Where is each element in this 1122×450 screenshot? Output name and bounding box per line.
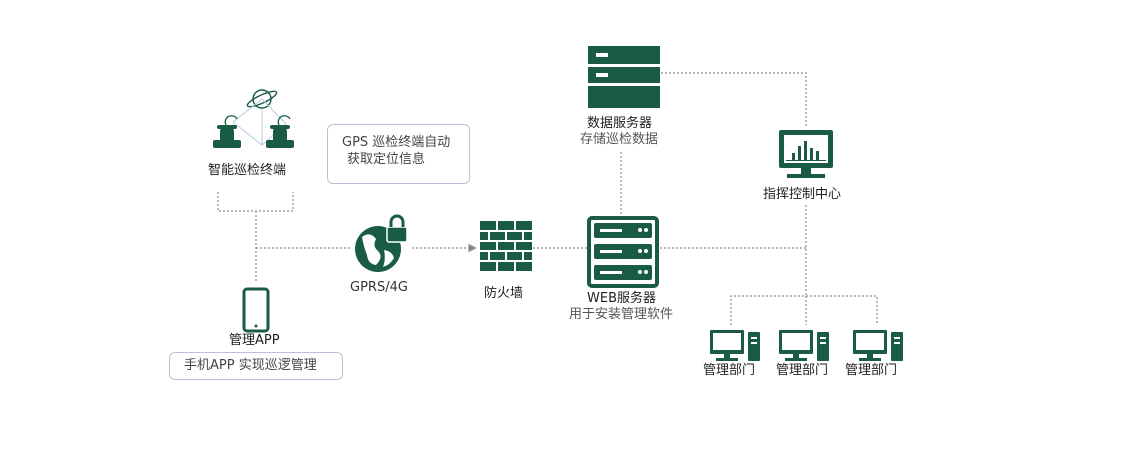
data-server-to-center-line [661, 72, 807, 127]
server-icon [587, 216, 659, 288]
department-label: 管理部门 [703, 363, 756, 378]
connector-lines [217, 72, 878, 325]
data-server-label: 数据服务器 [587, 116, 653, 131]
globe-lock-icon [355, 214, 408, 272]
department-bus-line [730, 295, 878, 325]
desktop-computer-icon [710, 330, 760, 361]
gps-note-line1: GPS 巡检终端自动 [342, 135, 451, 150]
department-label: 管理部门 [845, 363, 898, 378]
command-center-label: 指挥控制中心 [763, 187, 842, 202]
web-server-label: WEB服务器 [587, 291, 656, 306]
smart-terminal-label: 智能巡检终端 [208, 163, 287, 178]
department-label: 管理部门 [776, 363, 829, 378]
gps-note-line2: 获取定位信息 [347, 152, 426, 167]
data-server-sublabel: 存储巡检数据 [580, 132, 659, 147]
web-server-sublabel: 用于安装管理软件 [569, 307, 674, 322]
desktop-computer-icon [779, 330, 829, 361]
app-note-box: 手机APP 实现巡逻管理 [169, 352, 343, 380]
satellite-terminal-icon [213, 89, 294, 148]
mgmt-app-label: 管理APP [229, 333, 280, 348]
smartphone-icon [242, 287, 270, 333]
desktop-computer-icon [853, 330, 903, 361]
app-note-text: 手机APP 实现巡逻管理 [184, 358, 317, 373]
gps-note-box: GPS 巡检终端自动 获取定位信息 [327, 124, 470, 184]
firewall-icon [480, 221, 532, 271]
server-icon [588, 46, 660, 108]
terminal-bracket-line [217, 192, 294, 212]
monitor-chart-icon [779, 130, 833, 178]
firewall-label: 防火墙 [484, 286, 524, 301]
network-label: GPRS/4G [350, 280, 408, 295]
